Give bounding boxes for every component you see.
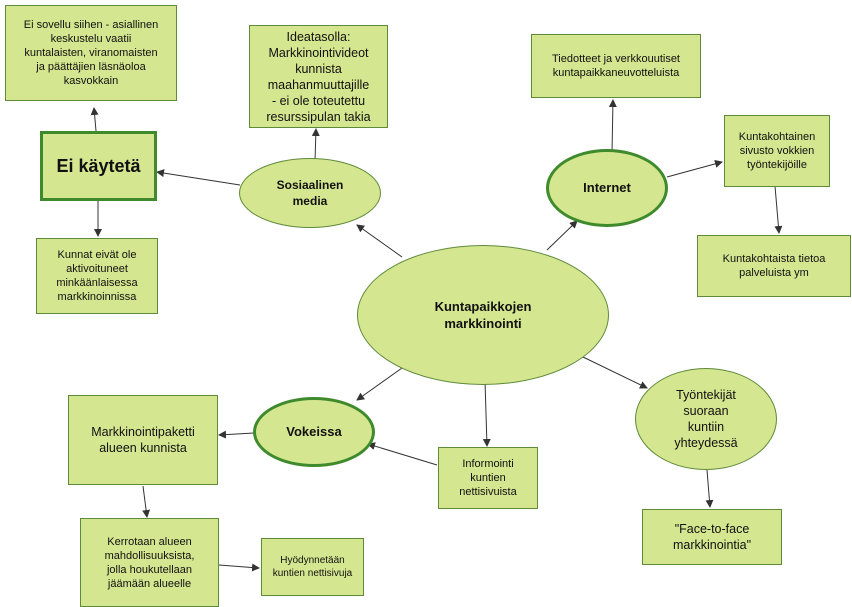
kuntakohtainen-box: Kuntakohtainen sivusto vokkien työntekij… xyxy=(724,115,830,187)
arrow-vokeissa-to-markkinointipaketti xyxy=(218,430,255,439)
arrow-informointi-to-vokeissa xyxy=(367,442,438,466)
arrow-center-to-social xyxy=(356,224,403,258)
arrow-kuntakohtainen-to-kuntakohtaista xyxy=(774,185,783,234)
kunnat-box: Kunnat eivät ole aktivoituneet minkäänla… xyxy=(36,238,158,314)
vokeissa-node: Vokeissa xyxy=(253,397,375,467)
hyodynnetaan-box: Hyödynnetään kuntien nettisivuja xyxy=(261,538,364,596)
arrow-social-to-ei-kayteta xyxy=(156,169,241,186)
tiedotteet-box: Tiedotteet ja verkkouutiset kuntapaikkan… xyxy=(531,34,701,98)
arrow-center-to-informointi xyxy=(482,380,491,447)
arrow-internet-to-tiedotteet xyxy=(608,99,617,154)
informointi-box: Informointi kuntien nettisivuista xyxy=(438,447,538,509)
arrow-center-to-tyontekijat xyxy=(582,356,648,389)
social-media-node: Sosiaalinen media xyxy=(239,158,381,228)
ei-sovellu-box: Ei sovellu siihen - asiallinen keskustel… xyxy=(5,5,177,101)
arrow-center-to-internet xyxy=(546,220,578,251)
arrow-internet-to-kuntakohtainen xyxy=(666,159,723,178)
ideatasolla-box: Ideatasolla: Markkinointivideot kunnista… xyxy=(249,25,388,128)
tyontekijat-node: Työntekijät suoraan kuntiin yhteydessä xyxy=(635,368,777,470)
arrow-social-to-ideatasolla xyxy=(311,128,320,162)
center-node: Kuntapaikkojen markkinointi xyxy=(357,245,609,385)
ei-kayteta-box: Ei käytetä xyxy=(40,131,157,201)
face-to-face-box: "Face-to-face markkinointia" xyxy=(642,509,782,565)
arrow-center-to-vokeissa xyxy=(356,367,403,401)
arrow-kerrotaan-to-hyodynnetaan xyxy=(218,563,260,572)
kerrotaan-box: Kerrotaan alueen mahdollisuuksista, joll… xyxy=(80,518,219,607)
arrow-tyontekijat-to-face xyxy=(705,469,714,508)
arrow-ei-kayteta-to-ei-sovellu xyxy=(90,107,99,132)
kuntakohtaista-box: Kuntakohtaista tietoa palveluista ym xyxy=(697,235,851,297)
internet-node: Internet xyxy=(546,149,668,227)
markkinointipaketti-box: Markkinointipaketti alueen kunnista xyxy=(68,395,218,485)
arrow-markkinointipaketti-to-kerrotaan xyxy=(142,485,151,518)
